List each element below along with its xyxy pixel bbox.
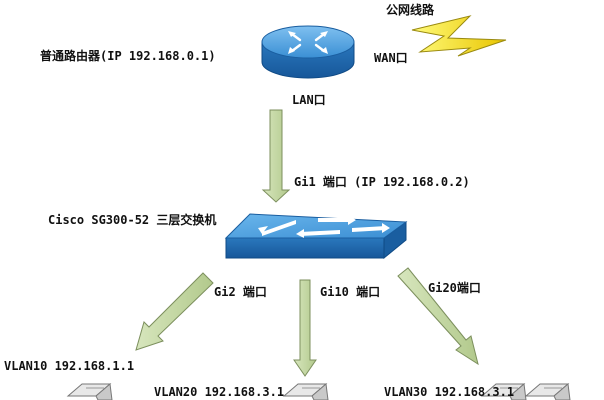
lightning-bolt-icon bbox=[411, 15, 507, 57]
access-switch-icon bbox=[66, 383, 113, 400]
gi2-port-label: Gi2 端口 bbox=[214, 284, 267, 299]
link-arrow-router-switch bbox=[261, 109, 291, 203]
wan-port-label: WAN口 bbox=[374, 51, 408, 65]
vlan30-label: VLAN30 192.168.3.1 bbox=[384, 385, 514, 399]
gi20-port-label: Gi20端口 bbox=[428, 280, 481, 295]
access-switch-icon bbox=[282, 383, 329, 400]
lan-port-label: LAN口 bbox=[292, 93, 326, 107]
link-arrow-switch-vlan30 bbox=[397, 267, 479, 366]
gi1-port-label: Gi1 端口 (IP 192.168.0.2) bbox=[294, 174, 470, 189]
layer3-switch-icon bbox=[224, 213, 408, 260]
access-switch-icon bbox=[480, 383, 527, 400]
link-arrow-switch-vlan10 bbox=[135, 272, 214, 351]
link-arrow-switch-vlan20 bbox=[293, 279, 317, 377]
vlan20-label: VLAN20 192.168.3.1 bbox=[154, 385, 284, 399]
gi10-port-label: Gi10 端口 bbox=[320, 284, 380, 299]
switch-label: Cisco SG300-52 三层交换机 bbox=[48, 212, 216, 227]
public-line-label: 公网线路 bbox=[386, 2, 435, 17]
access-switch-icon bbox=[524, 383, 571, 400]
vlan10-label: VLAN10 192.168.1.1 bbox=[4, 359, 134, 373]
router-label: 普通路由器(IP 192.168.0.1) bbox=[40, 48, 216, 63]
router-icon bbox=[261, 25, 355, 79]
